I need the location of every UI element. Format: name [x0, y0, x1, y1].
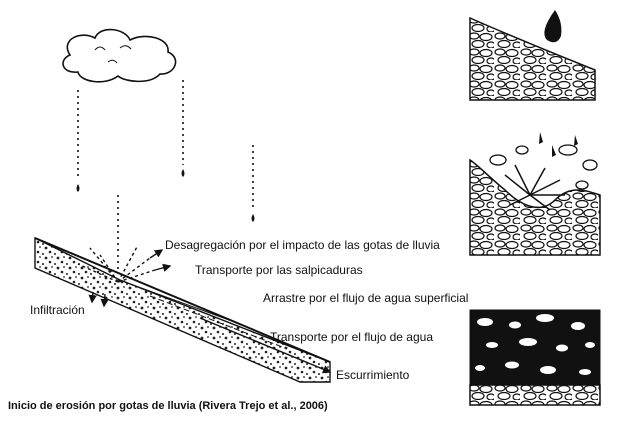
splash-icon: [77, 244, 172, 308]
label-desagregacion: Desagregación por el impacto de las gota…: [165, 238, 440, 252]
soil-panel: [469, 10, 601, 406]
label-transporte-salpicaduras: Transporte por las salpicaduras: [195, 263, 363, 277]
label-transporte-flujo: Transporte por el flujo de agua: [270, 330, 433, 344]
label-infiltracion: Infiltración: [30, 303, 85, 317]
raindrops: [77, 80, 254, 270]
label-arrastre: Arrastre por el flujo de agua superficia…: [263, 291, 469, 305]
label-escurrimiento: Escurrimiento: [336, 368, 410, 382]
raindrop-icon: [76, 169, 255, 222]
cloud-icon: [62, 28, 177, 83]
figure-caption: Inicio de erosión por gotas de lluvia (R…: [8, 400, 328, 412]
